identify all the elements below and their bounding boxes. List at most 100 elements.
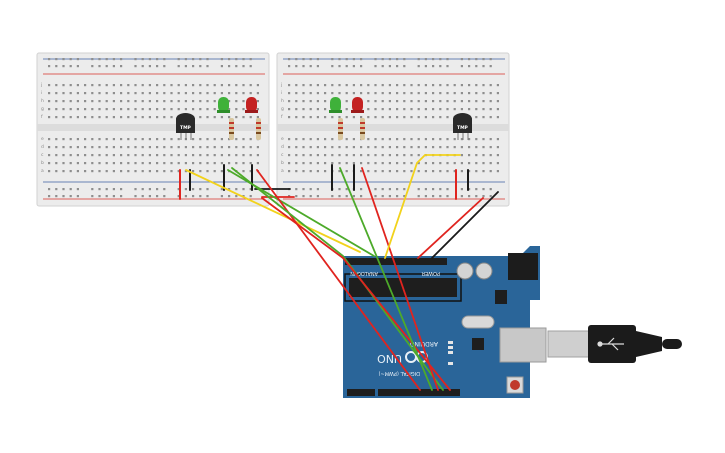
breadboard-hole[interactable] bbox=[156, 92, 159, 95]
breadboard-hole[interactable] bbox=[55, 116, 58, 119]
breadboard-hole[interactable] bbox=[69, 58, 72, 61]
breadboard-hole[interactable] bbox=[439, 84, 442, 87]
breadboard-hole[interactable] bbox=[48, 138, 51, 141]
breadboard-hole[interactable] bbox=[417, 100, 420, 103]
breadboard-hole[interactable] bbox=[439, 138, 442, 141]
breadboard-hole[interactable] bbox=[468, 84, 471, 87]
breadboard-hole[interactable] bbox=[48, 108, 51, 111]
breadboard-hole[interactable] bbox=[184, 162, 187, 165]
breadboard-hole[interactable] bbox=[403, 92, 406, 95]
breadboard-hole[interactable] bbox=[184, 100, 187, 103]
breadboard-hole[interactable] bbox=[360, 162, 363, 165]
breadboard-hole[interactable] bbox=[105, 65, 108, 68]
breadboard-hole[interactable] bbox=[220, 154, 223, 157]
breadboard-hole[interactable] bbox=[192, 58, 195, 61]
breadboard-hole[interactable] bbox=[403, 162, 406, 165]
breadboard-hole[interactable] bbox=[460, 100, 463, 103]
breadboard-hole[interactable] bbox=[163, 116, 166, 119]
breadboard-hole[interactable] bbox=[192, 100, 195, 103]
breadboard-hole[interactable] bbox=[120, 108, 123, 111]
breadboard-hole[interactable] bbox=[496, 170, 499, 173]
breadboard-hole[interactable] bbox=[220, 92, 223, 95]
breadboard-hole[interactable] bbox=[148, 84, 151, 87]
breadboard-hole[interactable] bbox=[55, 188, 58, 191]
breadboard-hole[interactable] bbox=[460, 154, 463, 157]
breadboard-hole[interactable] bbox=[148, 170, 151, 173]
breadboard-hole[interactable] bbox=[446, 100, 449, 103]
wire-green-right-led[interactable] bbox=[339, 167, 433, 391]
breadboard-hole[interactable] bbox=[388, 65, 391, 68]
breadboard-hole[interactable] bbox=[316, 84, 319, 87]
breadboard-hole[interactable] bbox=[242, 92, 245, 95]
breadboard-hole[interactable] bbox=[192, 65, 195, 68]
breadboard-hole[interactable] bbox=[403, 138, 406, 141]
breadboard-hole[interactable] bbox=[453, 100, 456, 103]
breadboard-hole[interactable] bbox=[403, 188, 406, 191]
breadboard-hole[interactable] bbox=[55, 84, 58, 87]
breadboard-hole[interactable] bbox=[302, 116, 305, 119]
breadboard-right[interactable] bbox=[276, 52, 510, 207]
breadboard-hole[interactable] bbox=[460, 138, 463, 141]
breadboard-hole[interactable] bbox=[388, 195, 391, 198]
breadboard-hole[interactable] bbox=[105, 188, 108, 191]
breadboard-hole[interactable] bbox=[403, 116, 406, 119]
breadboard-hole[interactable] bbox=[453, 84, 456, 87]
breadboard-hole[interactable] bbox=[331, 84, 334, 87]
breadboard-hole[interactable] bbox=[388, 84, 391, 87]
breadboard-hole[interactable] bbox=[213, 146, 216, 149]
breadboard-hole[interactable] bbox=[338, 116, 341, 119]
breadboard-hole[interactable] bbox=[98, 154, 101, 157]
breadboard-hole[interactable] bbox=[55, 162, 58, 165]
breadboard-hole[interactable] bbox=[170, 100, 173, 103]
breadboard-hole[interactable] bbox=[105, 162, 108, 165]
breadboard-hole[interactable] bbox=[48, 65, 51, 68]
breadboard-hole[interactable] bbox=[338, 188, 341, 191]
wire-black-right-rail[interactable] bbox=[431, 191, 499, 259]
breadboard-hole[interactable] bbox=[91, 146, 94, 149]
breadboard-hole[interactable] bbox=[496, 162, 499, 165]
breadboard-hole[interactable] bbox=[381, 58, 384, 61]
breadboard-hole[interactable] bbox=[242, 146, 245, 149]
breadboard-hole[interactable] bbox=[69, 100, 72, 103]
breadboard-hole[interactable] bbox=[91, 195, 94, 198]
breadboard-hole[interactable] bbox=[235, 92, 238, 95]
breadboard-hole[interactable] bbox=[496, 84, 499, 87]
breadboard-hole[interactable] bbox=[374, 170, 377, 173]
breadboard-hole[interactable] bbox=[424, 58, 427, 61]
breadboard-hole[interactable] bbox=[199, 116, 202, 119]
breadboard-hole[interactable] bbox=[388, 146, 391, 149]
breadboard-hole[interactable] bbox=[69, 92, 72, 95]
breadboard-hole[interactable] bbox=[84, 84, 87, 87]
breadboard-hole[interactable] bbox=[489, 146, 492, 149]
breadboard-hole[interactable] bbox=[352, 138, 355, 141]
breadboard-hole[interactable] bbox=[468, 65, 471, 68]
breadboard-hole[interactable] bbox=[192, 146, 195, 149]
breadboard-hole[interactable] bbox=[381, 116, 384, 119]
breadboard-hole[interactable] bbox=[163, 100, 166, 103]
breadboard-hole[interactable] bbox=[345, 162, 348, 165]
breadboard-hole[interactable] bbox=[249, 195, 252, 198]
breadboard-hole[interactable] bbox=[331, 116, 334, 119]
breadboard-hole[interactable] bbox=[345, 100, 348, 103]
breadboard-hole[interactable] bbox=[460, 92, 463, 95]
breadboard-hole[interactable] bbox=[417, 92, 420, 95]
breadboard-hole[interactable] bbox=[295, 84, 298, 87]
breadboard-hole[interactable] bbox=[127, 146, 130, 149]
breadboard-hole[interactable] bbox=[432, 108, 435, 111]
breadboard-hole[interactable] bbox=[352, 92, 355, 95]
breadboard-hole[interactable] bbox=[69, 138, 72, 141]
breadboard-hole[interactable] bbox=[417, 170, 420, 173]
breadboard-hole[interactable] bbox=[213, 154, 216, 157]
breadboard-hole[interactable] bbox=[120, 100, 123, 103]
breadboard-hole[interactable] bbox=[352, 195, 355, 198]
breadboard-hole[interactable] bbox=[439, 146, 442, 149]
breadboard-hole[interactable] bbox=[84, 116, 87, 119]
breadboard-hole[interactable] bbox=[127, 154, 130, 157]
breadboard-hole[interactable] bbox=[120, 84, 123, 87]
breadboard-hole[interactable] bbox=[156, 100, 159, 103]
breadboard-hole[interactable] bbox=[184, 84, 187, 87]
breadboard-hole[interactable] bbox=[381, 188, 384, 191]
breadboard-hole[interactable] bbox=[432, 138, 435, 141]
breadboard-hole[interactable] bbox=[127, 108, 130, 111]
breadboard-hole[interactable] bbox=[482, 162, 485, 165]
